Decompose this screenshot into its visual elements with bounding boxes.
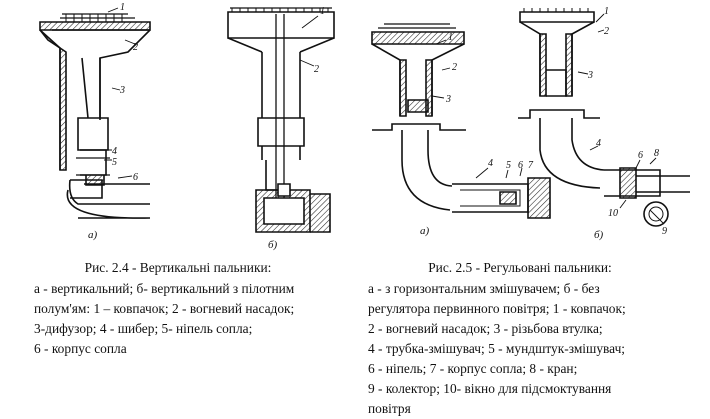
fig24-caption-line: 3-дифузор; 4 - шибер; 5- ніпель сопла; bbox=[34, 321, 253, 336]
burner-vertical-drawing bbox=[39, 7, 151, 219]
fig25-caption-line: 6 - ніпель; 7 - корпус сопла; 8 - кран; bbox=[368, 361, 578, 376]
burner-no-regulator-drawing bbox=[518, 8, 690, 227]
fig25-caption-line: повітря bbox=[368, 401, 411, 416]
fig25-caption-body: а - з горизонтальним змішувачем; б - без… bbox=[368, 279, 626, 419]
callout-a-5: 5 bbox=[112, 157, 117, 168]
sublabel-fig25-a: а) bbox=[420, 225, 430, 237]
callout-d-10: 10 bbox=[608, 208, 618, 219]
callout-d-3: 3 bbox=[587, 70, 593, 81]
callout-a-1: 1 bbox=[120, 2, 125, 13]
callout-a-3: 3 bbox=[119, 85, 125, 96]
fig25-caption-title: Рис. 2.5 - Регульовані пальники: bbox=[428, 260, 612, 275]
fig25-caption-line: а - з горизонтальним змішувачем; б - без bbox=[368, 281, 600, 296]
callout-a-2: 2 bbox=[133, 42, 138, 53]
burner-pilot-drawing bbox=[227, 7, 335, 233]
callout-c-3: 3 bbox=[445, 94, 451, 105]
callout-d-6: 6 bbox=[638, 150, 643, 161]
technical-drawings: 1 2 3 4 5 6 а) 1 2 б) bbox=[39, 2, 690, 251]
callout-d-9: 9 bbox=[662, 226, 667, 237]
callout-c-5: 5 bbox=[506, 160, 511, 171]
fig25-caption-line: 9 - колектор; 10- вікно для підсмоктуван… bbox=[368, 381, 612, 396]
callout-c-2: 2 bbox=[452, 62, 457, 73]
callout-a-4: 4 bbox=[112, 146, 117, 157]
fig25-caption-line: 2 - вогневий насадок; 3 - різьбова втулк… bbox=[368, 321, 603, 336]
sublabel-fig25-b: б) bbox=[594, 229, 604, 241]
callout-c-4: 4 bbox=[488, 158, 493, 169]
callout-a-6: 6 bbox=[133, 172, 138, 183]
burner-horizontal-mixer-drawing bbox=[371, 23, 551, 219]
callout-b-2: 2 bbox=[314, 64, 319, 75]
fig25-caption-line: регулятора первинного повітря; 1 - ковпа… bbox=[368, 301, 626, 316]
callout-b-1: 1 bbox=[320, 6, 325, 17]
callout-c-7: 7 bbox=[528, 160, 534, 171]
fig24-caption-line: 6 - корпус сопла bbox=[34, 341, 127, 356]
fig25-caption-line: 4 - трубка-змішувач; 5 - мундштук-змішув… bbox=[368, 341, 626, 356]
callout-d-8: 8 bbox=[654, 148, 659, 159]
callout-d-4: 4 bbox=[596, 138, 601, 149]
fig24-caption-line: а - вертикальний; б- вертикальний з піло… bbox=[34, 281, 295, 296]
sublabel-fig24-b: б) bbox=[268, 239, 278, 251]
callout-d-2: 2 bbox=[604, 26, 609, 37]
callout-c-6: 6 bbox=[518, 160, 523, 171]
callout-d-1: 1 bbox=[604, 6, 609, 17]
fig24-caption-body: а - вертикальний; б- вертикальний з піло… bbox=[34, 279, 294, 359]
sublabel-fig24-a: а) bbox=[88, 229, 98, 241]
callout-c-1: 1 bbox=[448, 32, 453, 43]
fig24-caption-title: Рис. 2.4 - Вертикальні пальники: bbox=[84, 260, 272, 275]
fig24-caption-line: полум'ям: 1 – ковпачок; 2 - вогневий нас… bbox=[34, 301, 295, 316]
